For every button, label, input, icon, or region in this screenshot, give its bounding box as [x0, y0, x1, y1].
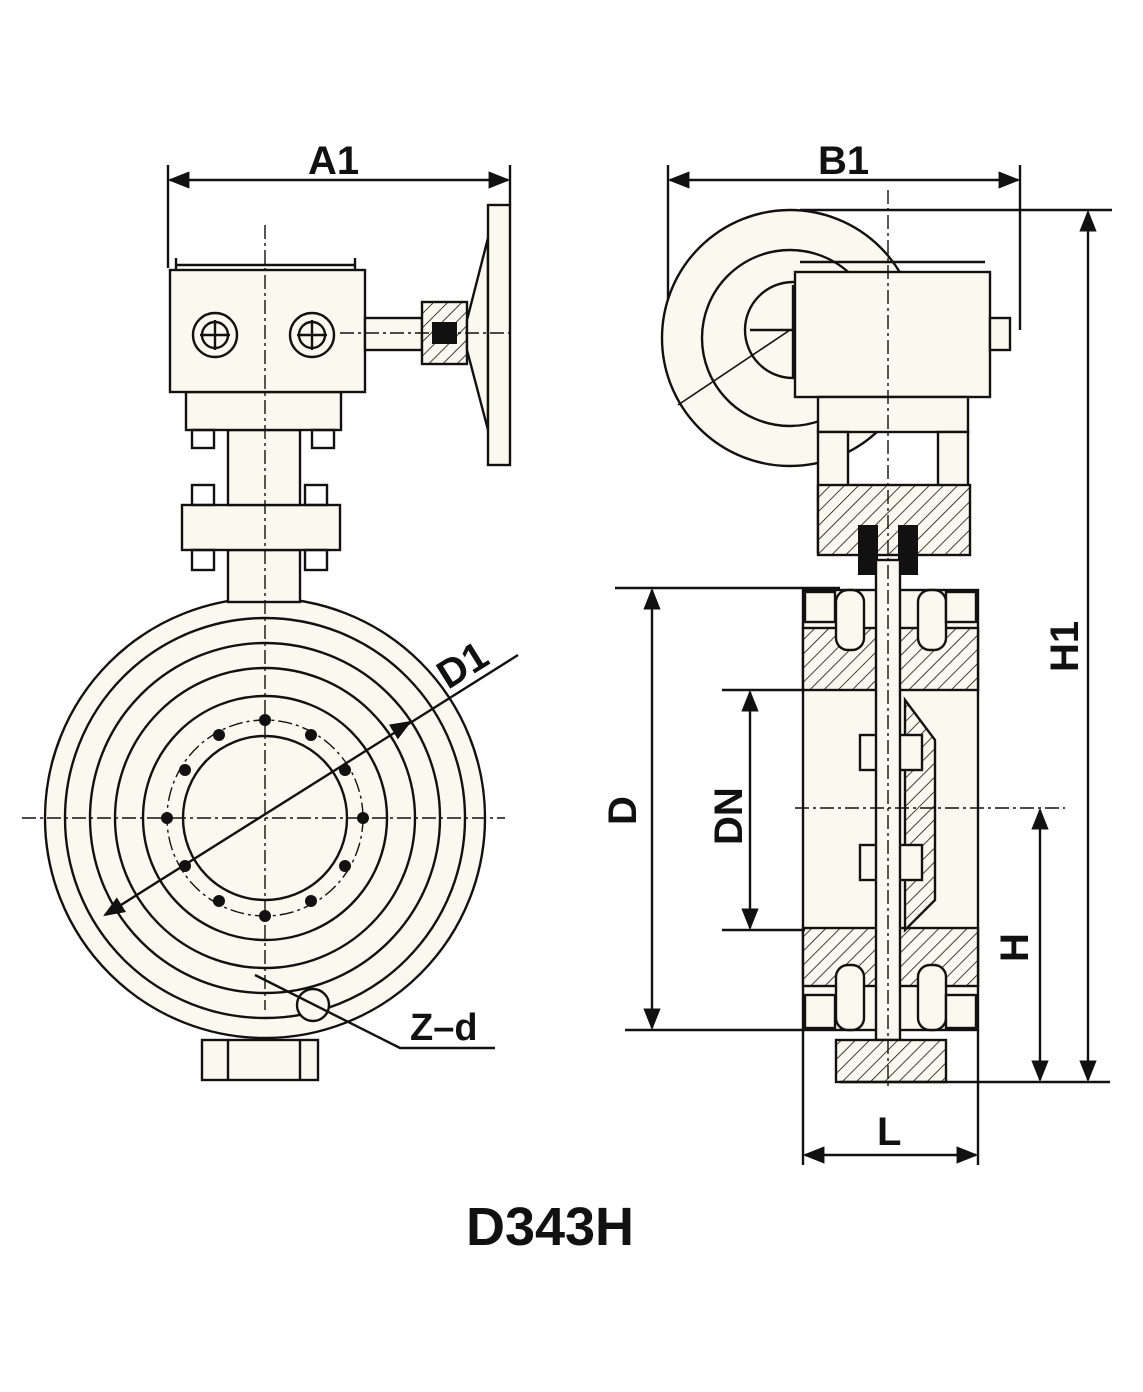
d1-dimension-line	[103, 653, 519, 917]
label-zd: Z–d	[410, 1007, 478, 1049]
flange-bolt-slots	[803, 588, 978, 1032]
bottom-cover	[834, 1038, 948, 1084]
label-l: L	[877, 1110, 901, 1154]
label-a1: A1	[308, 139, 359, 183]
neck-flange	[180, 503, 342, 552]
model-title: D343H	[466, 1197, 634, 1257]
gearbox-mount-flange	[184, 390, 343, 432]
handwheel-spoke	[465, 237, 490, 431]
front-view: D1 Z–d A1	[22, 139, 519, 1082]
input-shaft	[363, 316, 424, 352]
handwheel	[486, 203, 512, 467]
label-d: D	[601, 796, 645, 825]
gearbox-side	[793, 270, 992, 399]
label-b1: B1	[818, 139, 869, 183]
lower-neck	[226, 548, 302, 604]
position-indicator-icon	[191, 311, 336, 359]
side-view: B1 D	[601, 139, 1112, 1165]
upper-neck	[226, 428, 302, 507]
label-dn: DN	[707, 787, 751, 845]
zd-leader-line	[254, 973, 495, 1050]
bolt-holes	[161, 714, 369, 922]
label-h: H	[993, 933, 1037, 962]
packing-section	[816, 483, 972, 557]
bottom-lug	[200, 1038, 320, 1082]
flange-bolts	[190, 428, 336, 572]
bracket-flange	[816, 395, 970, 434]
label-h1: H1	[1043, 621, 1087, 672]
